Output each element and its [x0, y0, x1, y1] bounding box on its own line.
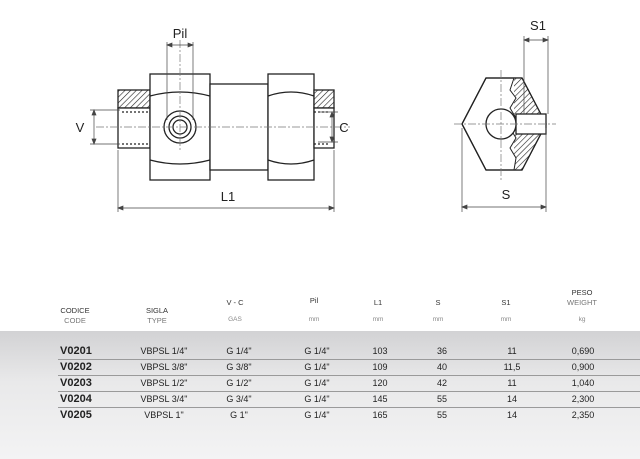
- row-type: VBPSL 3/4": [140, 394, 188, 404]
- row-s1: 11,5: [503, 362, 521, 372]
- row-code: V0205: [60, 409, 92, 421]
- header-type-sub: TYPE: [147, 316, 167, 325]
- row-code: V0204: [60, 393, 92, 405]
- row-vc: G 1": [230, 410, 248, 420]
- header-type-main: SIGLA: [145, 306, 169, 315]
- row-type: VBPSL 1/4": [140, 346, 188, 356]
- header-s-main: S: [435, 298, 441, 307]
- row-weight: 2,300: [571, 394, 595, 404]
- header-l1: L1 mm: [364, 288, 392, 328]
- header-weight-main: PESO: [571, 288, 593, 297]
- row-weight: 2,350: [571, 410, 595, 420]
- s-label: S: [502, 187, 511, 202]
- header-code: CODICE CODE: [52, 288, 98, 328]
- row-vc: G 3/8": [226, 362, 252, 372]
- header-pil-unit: mm: [308, 316, 320, 323]
- row-pil: G 1/4": [304, 394, 330, 404]
- row-s: 42: [436, 378, 447, 388]
- header-vc-unit: GAS: [228, 316, 242, 323]
- row-vc: G 1/2": [226, 378, 252, 388]
- header-s-unit: mm: [432, 316, 444, 323]
- row-l1: 109: [372, 362, 388, 372]
- header-type: SIGLA TYPE: [130, 288, 184, 328]
- row-vc: G 3/4": [226, 394, 252, 404]
- row-l1: 145: [372, 394, 388, 404]
- row-separator: [58, 359, 640, 360]
- row-s: 40: [436, 362, 447, 372]
- header-pil: Pil mm: [292, 288, 336, 328]
- row-pil: G 1/4": [304, 362, 330, 372]
- header-weight-unit: kg: [578, 316, 586, 323]
- header-pil-main: Pil: [309, 296, 319, 305]
- row-type: VBPSL 1": [144, 410, 184, 420]
- row-s: 55: [436, 410, 447, 420]
- row-separator: [58, 375, 640, 376]
- table-row: V0201 VBPSL 1/4" G 1/4" G 1/4" 103 36 11…: [0, 343, 640, 359]
- c-label: C: [339, 120, 348, 135]
- table-body: V0201 VBPSL 1/4" G 1/4" G 1/4" 103 36 11…: [0, 331, 640, 459]
- table-row: V0203 VBPSL 1/2" G 1/2" G 1/4" 120 42 11…: [0, 375, 640, 391]
- header-vc: V - C GAS: [212, 288, 258, 328]
- header-s1-unit: mm: [500, 316, 512, 323]
- row-pil: G 1/4": [304, 378, 330, 388]
- row-s1: 11: [507, 378, 517, 388]
- row-s: 55: [436, 394, 447, 404]
- row-l1: 165: [372, 410, 388, 420]
- l1-label: L1: [221, 189, 235, 204]
- v-label: V: [76, 120, 85, 135]
- header-code-main: CODICE: [60, 306, 90, 315]
- row-vc: G 1/4": [226, 346, 252, 356]
- header-vc-main: V - C: [226, 298, 244, 307]
- table-row: V0205 VBPSL 1" G 1" G 1/4" 165 55 14 2,3…: [0, 407, 640, 423]
- row-s1: 14: [506, 394, 517, 404]
- header-l1-unit: mm: [372, 316, 384, 323]
- header-weight-sub: WEIGHT: [567, 298, 597, 307]
- header-s1-main: S1: [501, 298, 511, 307]
- row-l1: 103: [372, 346, 388, 356]
- header-code-sub: CODE: [64, 316, 86, 325]
- row-separator: [58, 391, 640, 392]
- technical-drawing: Pil V C L1: [76, 18, 556, 212]
- row-s1: 14: [506, 410, 517, 420]
- row-pil: G 1/4": [304, 346, 330, 356]
- row-code: V0201: [60, 345, 92, 357]
- pil-label: Pil: [173, 26, 188, 41]
- header-s1: S1 mm: [492, 288, 520, 328]
- row-code: V0203: [60, 377, 92, 389]
- header-l1-main: L1: [373, 298, 383, 307]
- row-code: V0202: [60, 361, 92, 373]
- row-weight: 0,690: [571, 346, 595, 356]
- row-type: VBPSL 3/8": [140, 362, 188, 372]
- row-s: 36: [436, 346, 447, 356]
- s1-label: S1: [530, 18, 546, 33]
- row-pil: G 1/4": [304, 410, 330, 420]
- table-row: V0202 VBPSL 3/8" G 3/8" G 1/4" 109 40 11…: [0, 359, 640, 375]
- row-separator: [58, 407, 640, 408]
- header-weight: PESO WEIGHT kg: [560, 288, 604, 328]
- row-s1: 11: [507, 346, 517, 356]
- row-l1: 120: [372, 378, 388, 388]
- row-weight: 0,900: [571, 362, 595, 372]
- header-s: S mm: [424, 288, 452, 328]
- row-weight: 1,040: [571, 378, 595, 388]
- row-type: VBPSL 1/2": [140, 378, 188, 388]
- table-row: V0204 VBPSL 3/4" G 3/4" G 1/4" 145 55 14…: [0, 391, 640, 407]
